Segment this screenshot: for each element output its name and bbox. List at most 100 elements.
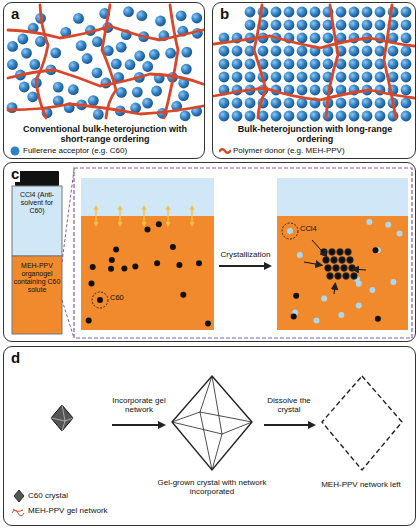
fullerene (388, 59, 399, 70)
crystal-molecule (327, 273, 334, 280)
fullerene (401, 33, 412, 44)
fullerene (116, 87, 127, 98)
diffusion-arrow (143, 206, 144, 226)
fullerene (310, 59, 321, 70)
arrow-label: Dissolve the crystal (258, 396, 320, 414)
fullerene (181, 47, 192, 58)
fullerene (142, 98, 153, 109)
fullerene (219, 46, 230, 57)
fullerene (155, 16, 166, 27)
fullerene (401, 59, 412, 70)
fullerene (176, 10, 187, 21)
polymer-chain (36, 5, 48, 118)
fullerene (284, 20, 295, 31)
figure-panel: bBulk-heterojunction with long-range ord… (212, 2, 416, 159)
crystal-molecule (347, 257, 354, 264)
fullerene (271, 59, 282, 70)
fullerene (297, 33, 308, 44)
fullerene (349, 111, 360, 122)
molecule (397, 231, 403, 237)
fullerene (284, 98, 295, 109)
fullerene (232, 72, 243, 83)
fullerene (76, 40, 87, 51)
fullerene (116, 42, 127, 53)
fullerene (19, 82, 30, 93)
molecule (338, 312, 344, 318)
molecule (291, 314, 297, 320)
fullerene (271, 72, 282, 83)
fullerene (401, 85, 412, 96)
fullerene (297, 20, 308, 31)
fullerene (375, 72, 386, 83)
molecule (375, 316, 381, 322)
fullerene (284, 7, 295, 18)
panel-caption: Bulk-heterojunction with long-range orde… (219, 124, 411, 145)
molecule (314, 318, 320, 324)
figure-panel: c (3, 162, 416, 342)
fullerene (375, 7, 386, 18)
fullerene (53, 82, 64, 93)
fullerene (7, 41, 18, 52)
fullerene (284, 111, 295, 122)
legend-text: Polymer donor (e.g. MEH-PPV) (233, 146, 345, 155)
fullerene (310, 7, 321, 18)
vial-label: CCl4 (Anti-solvent for C60) (13, 191, 61, 215)
key-label: MEH-PPV gel network (28, 506, 128, 515)
fullerene (401, 111, 412, 122)
fullerene (191, 13, 202, 24)
molecule (154, 260, 160, 266)
fullerene (125, 59, 136, 70)
fullerene (271, 46, 282, 57)
molecule (196, 260, 202, 266)
fullerene (134, 51, 145, 62)
fullerene (142, 61, 153, 72)
fullerene (362, 7, 373, 18)
molecule (369, 287, 375, 293)
fullerene (180, 110, 191, 121)
crystal-molecule (321, 249, 328, 256)
fullerene (336, 98, 347, 109)
molecule (297, 252, 303, 258)
polymer-chain (326, 5, 338, 118)
fullerene (388, 46, 399, 57)
fullerene (310, 33, 321, 44)
fullerene (375, 111, 386, 122)
molecule (89, 281, 95, 287)
molecule (109, 257, 115, 263)
fullerene (401, 7, 412, 18)
fullerene (88, 95, 99, 106)
molecule (390, 279, 396, 285)
molecule (385, 222, 391, 228)
figure-caption: MEH-PPV network left (306, 480, 416, 489)
fullerene (245, 72, 256, 83)
fullerene (297, 72, 308, 83)
panel-letter: a (10, 5, 20, 22)
fullerene (232, 46, 243, 57)
fullerene (7, 59, 18, 70)
diffusion-arrow (95, 206, 96, 226)
molecule (180, 292, 186, 298)
growth-arrow (304, 262, 321, 265)
fullerene (349, 7, 360, 18)
fullerene (245, 20, 256, 31)
fullerene (401, 20, 412, 31)
molecule (97, 297, 103, 303)
polymer-chain (102, 5, 116, 118)
fullerene (271, 7, 282, 18)
fullerene (297, 46, 308, 57)
fullerene (297, 59, 308, 70)
fullerene (349, 72, 360, 83)
fullerene (375, 20, 386, 31)
fullerene (401, 72, 412, 83)
fullerene (401, 98, 412, 109)
swatch-dot (11, 147, 20, 156)
polymer-chain (214, 36, 414, 48)
crystal-molecule (351, 273, 358, 280)
fullerene (336, 111, 347, 122)
fullerene (362, 46, 373, 57)
legend-swatch (9, 146, 21, 156)
crystal-molecule (341, 265, 348, 272)
molecule (145, 227, 151, 233)
fullerene (310, 85, 321, 96)
